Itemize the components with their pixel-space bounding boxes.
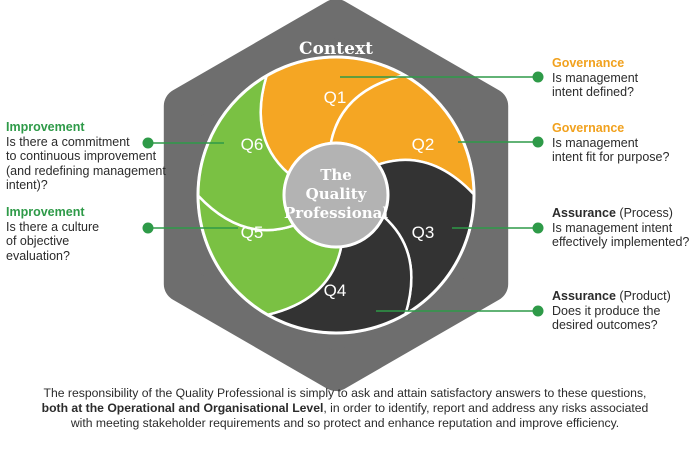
connector-dot-q2: [532, 136, 544, 148]
segment-label-q3: Q3: [412, 223, 435, 242]
annotation-q6-line: (and redefining management: [6, 163, 166, 178]
segment-label-q4: Q4: [324, 281, 347, 300]
footer-emphasis: both at the Operational and Organisation…: [41, 401, 324, 415]
annotation-q1-line: Is management: [552, 70, 639, 85]
annotation-q3: Assurance (Process) Is management intent…: [552, 206, 690, 250]
annotation-q6-line: Is there a commitment: [6, 134, 130, 149]
annotation-q5-heading: Improvement: [6, 205, 85, 219]
annotation-q5-line: evaluation?: [6, 248, 70, 263]
footer-line: with meeting stakeholder requirements an…: [70, 416, 620, 430]
annotation-q1-heading: Governance: [552, 56, 625, 70]
annotation-q4-line: desired outcomes?: [552, 318, 658, 332]
annotation-q3-heading: Assurance: [552, 206, 616, 220]
center-title-line: The: [320, 166, 352, 184]
context-label: Context: [299, 39, 373, 59]
annotation-q2: Governance Is management intent fit for …: [552, 121, 690, 165]
connector-dot-q5: [142, 222, 154, 234]
annotation-q5-line: of objective: [6, 234, 70, 248]
center-title-line: Quality: [306, 185, 368, 203]
annotation-q4-heading: Assurance: [552, 289, 616, 303]
annotation-q6-heading: Improvement: [6, 120, 85, 134]
segment-label-q1: Q1: [324, 88, 347, 107]
annotation-q3-line: Is management intent: [552, 220, 673, 235]
annotation-q6-line: intent)?: [6, 178, 48, 192]
annotation-q4-line: Does it produce the: [552, 303, 661, 318]
footer-line: both at the Operational and Organisation…: [0, 401, 690, 416]
annotation-q4: Assurance (Product) Does it produce the …: [552, 289, 690, 333]
annotation-q1: Governance Is management intent defined?: [552, 56, 690, 100]
connector-dot-q4: [532, 305, 544, 317]
footer-line: The responsibility of the Quality Profes…: [43, 386, 647, 400]
connector-dot-q1: [532, 71, 544, 83]
connector-dot-q3: [532, 222, 544, 234]
annotation-q1-line: intent defined?: [552, 85, 635, 99]
center-circle: [282, 141, 390, 249]
connector-dot-q6: [142, 137, 154, 149]
annotation-q4-heading-suffix: (Product): [615, 289, 671, 303]
annotation-q2-line: intent fit for purpose?: [552, 150, 670, 164]
footer-line-rest: , in order to identify, report and addre…: [323, 401, 649, 415]
annotation-q6-line: to continuous improvement: [6, 149, 157, 163]
annotation-q2-heading: Governance: [552, 121, 625, 135]
annotation-q5: Improvement Is there a culture of object…: [6, 205, 166, 263]
annotation-q3-heading-row: Assurance (Process): [552, 206, 690, 221]
segment-label-q6: Q6: [241, 135, 264, 154]
annotation-q4-heading-row: Assurance (Product): [552, 289, 690, 304]
annotation-q6: Improvement Is there a commitment to con…: [6, 120, 166, 193]
annotation-q2-line: Is management: [552, 135, 639, 150]
segment-label-q5: Q5: [241, 223, 264, 242]
segment-ring-outline: [196, 55, 476, 335]
footer-paragraph: The responsibility of the Quality Profes…: [0, 386, 690, 431]
center-title-line: Professional: [284, 204, 388, 222]
segment-label-q2: Q2: [412, 135, 435, 154]
annotation-q5-line: Is there a culture: [6, 219, 100, 234]
annotation-q3-line: effectively implemented?: [552, 235, 690, 249]
annotation-q3-heading-suffix: (Process): [615, 206, 673, 220]
